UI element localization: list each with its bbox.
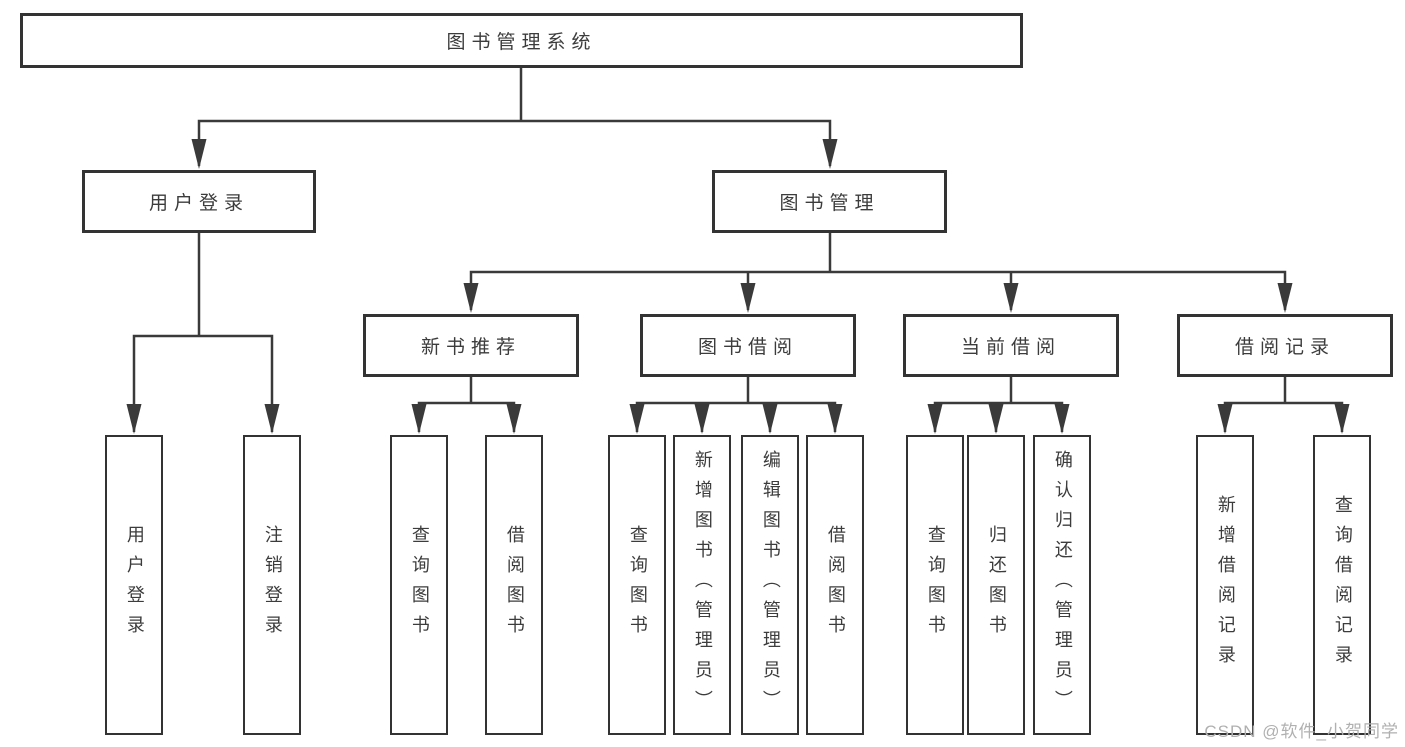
csdn-watermark: CSDN @软件_小贺同学	[1204, 722, 1399, 741]
node-book-management: 图书管理	[712, 170, 947, 233]
leaf-current-return-book: 归还图书	[967, 435, 1025, 735]
leaf-current-confirm-return-admin: 确认归还（管理员）	[1033, 435, 1091, 735]
node-book-borrow: 图书借阅	[640, 314, 856, 377]
leaf-current-query-book: 查询图书	[906, 435, 964, 735]
leaf-recommend-query-book: 查询图书	[390, 435, 448, 735]
leaf-label: 借阅图书	[825, 525, 846, 645]
leaf-recommend-borrow-book: 借阅图书	[485, 435, 543, 735]
leaf-borrow-edit-book-admin: 编辑图书（管理员）	[741, 435, 799, 735]
node-borrow-record: 借阅记录	[1177, 314, 1393, 377]
leaf-borrow-add-book-admin: 新增图书（管理员）	[673, 435, 731, 735]
node-current-borrow: 当前借阅	[903, 314, 1119, 377]
leaf-label: 用户登录	[124, 525, 145, 645]
leaf-logout: 注销登录	[243, 435, 301, 735]
leaf-label: 查询图书	[409, 525, 430, 645]
node-root: 图书管理系统	[20, 13, 1023, 68]
node-user-login: 用户登录	[82, 170, 316, 233]
leaf-record-add-record: 新增借阅记录	[1196, 435, 1254, 735]
node-new-book-recommend: 新书推荐	[363, 314, 579, 377]
leaf-label: 新增借阅记录	[1215, 495, 1236, 675]
leaf-borrow-borrow-book: 借阅图书	[806, 435, 864, 735]
leaf-label: 确认归还（管理员）	[1052, 450, 1073, 720]
leaf-label: 新增图书（管理员）	[692, 450, 713, 720]
leaf-user-login: 用户登录	[105, 435, 163, 735]
leaf-record-query-record: 查询借阅记录	[1313, 435, 1371, 735]
leaf-label: 注销登录	[262, 525, 283, 645]
leaf-label: 查询图书	[925, 525, 946, 645]
leaf-label: 归还图书	[986, 525, 1007, 645]
leaf-label: 查询图书	[627, 525, 648, 645]
leaf-borrow-query-book: 查询图书	[608, 435, 666, 735]
leaf-label: 借阅图书	[504, 525, 525, 645]
leaf-label: 查询借阅记录	[1332, 495, 1353, 675]
leaf-label: 编辑图书（管理员）	[760, 450, 781, 720]
